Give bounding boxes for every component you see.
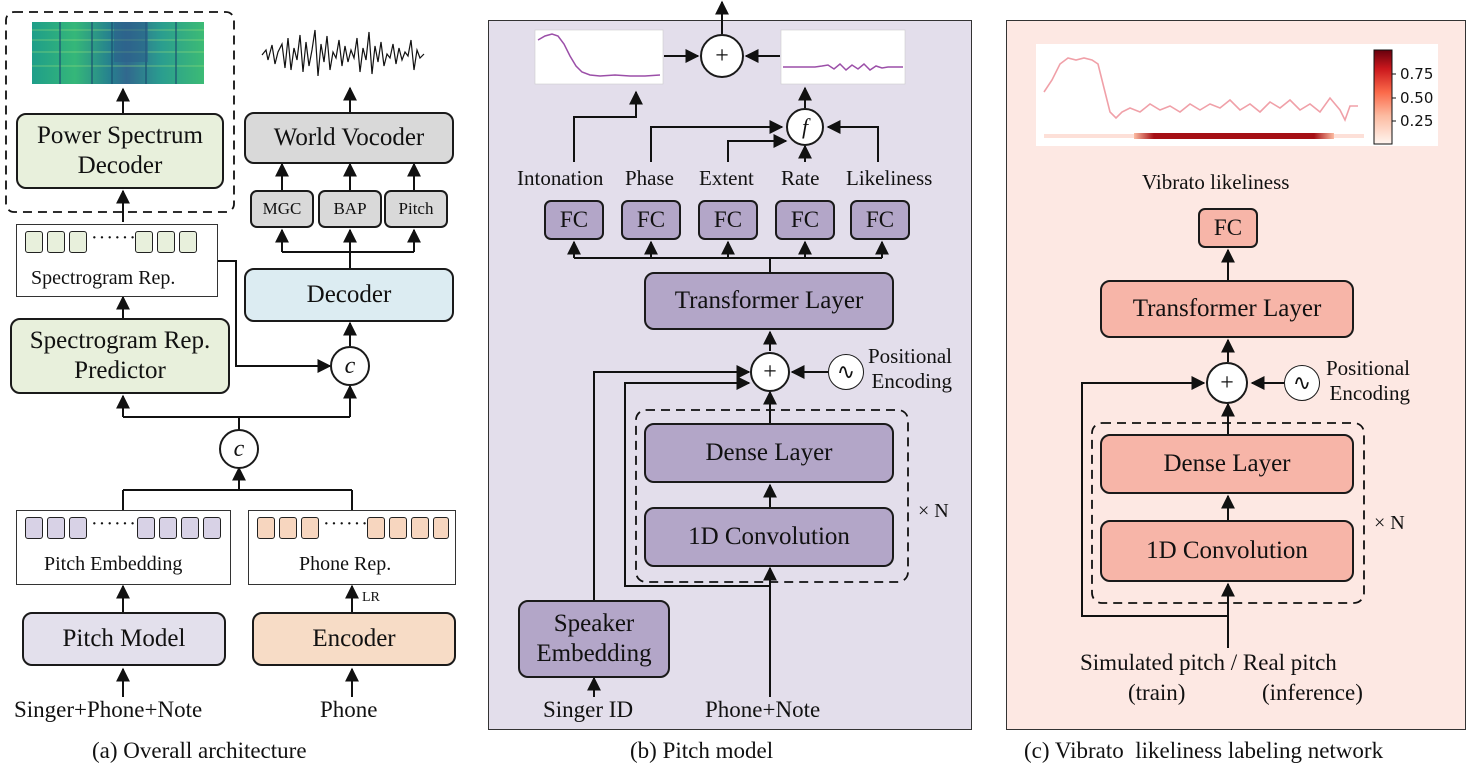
conv1d-box-c: 1D Convolution <box>1100 520 1354 582</box>
spectrogram-rep-box: ······ Spectrogram Rep. <box>16 224 218 297</box>
waveform-image <box>261 29 425 77</box>
phone-rep-label: Phone Rep. <box>299 553 392 575</box>
train-label: (train) <box>1128 680 1186 705</box>
fc-box-intonation: FC <box>544 200 604 240</box>
fc-box-likeliness: FC <box>850 200 910 240</box>
repeat-n-label-b: × N <box>918 500 949 522</box>
head-label-extent: Extent <box>699 166 754 190</box>
world-vocoder-box: World Vocoder <box>244 112 454 164</box>
dense-layer-box-b: Dense Layer <box>644 423 894 483</box>
vibrato-likeliness-label: Vibrato likeliness <box>1142 170 1290 194</box>
pitch-embedding-label: Pitch Embedding <box>44 553 183 575</box>
conv1d-box-b: 1D Convolution <box>644 507 894 567</box>
pitch-model-box: Pitch Model <box>22 612 226 666</box>
fc-box-phase: FC <box>621 200 681 240</box>
phone-rep-box: ······ Phone Rep. <box>248 510 456 585</box>
spectrogram-image <box>32 22 204 84</box>
input-simulated-real-pitch: Simulated pitch / Real pitch <box>1080 650 1337 675</box>
mgc-box: MGC <box>250 190 314 228</box>
transformer-layer-box-c: Transformer Layer <box>1100 280 1354 338</box>
concat-node-top: c <box>330 346 370 386</box>
speaker-embedding-box: Speaker Embedding <box>518 600 670 678</box>
colorbar <box>1373 49 1393 145</box>
input-phone: Phone <box>320 697 378 722</box>
caption-b: (b) Pitch model <box>630 738 774 763</box>
lr-label: LR <box>362 590 380 605</box>
decoder-box: Decoder <box>244 268 454 322</box>
power-spectrum-decoder-box: Power Spectrum Decoder <box>16 113 224 189</box>
intonation-plot <box>534 29 664 85</box>
fc-box-extent: FC <box>698 200 758 240</box>
likeliness-heatmap-plot <box>1036 44 1438 146</box>
concat-node-bottom: c <box>219 429 259 469</box>
pitch-feature-box: Pitch <box>384 190 448 228</box>
colorbar-tick-025: 0.25 <box>1400 112 1434 130</box>
input-singer-id: Singer ID <box>543 697 634 722</box>
caption-a: (a) Overall architecture <box>92 738 307 763</box>
plus-node-output: + <box>700 34 744 78</box>
pitch-embedding-box: ······ Pitch Embedding <box>16 510 231 585</box>
vibrato-plot <box>780 29 906 85</box>
colorbar-tick-050: 0.50 <box>1400 89 1434 107</box>
f-function-node: f <box>786 108 824 146</box>
plus-node-b: + <box>750 352 790 392</box>
spectrogram-rep-predictor-box: Spectrogram Rep. Predictor <box>10 318 230 394</box>
caption-c: (c) Vibrato likeliness labeling network <box>1024 738 1384 763</box>
dense-layer-box-c: Dense Layer <box>1100 434 1354 494</box>
positional-encoding-label-b: Positional Encoding <box>868 344 953 394</box>
repeat-n-label-c: × N <box>1374 512 1405 534</box>
fc-box-rate: FC <box>775 200 835 240</box>
spectrogram-rep-label: Spectrogram Rep. <box>31 267 176 289</box>
head-label-phase: Phase <box>625 166 674 190</box>
input-phone-note: Phone+Note <box>705 697 821 722</box>
fc-box-c: FC <box>1198 208 1258 248</box>
head-label-rate: Rate <box>781 166 820 190</box>
positional-encoding-icon-c: ∿ <box>1284 365 1320 401</box>
input-singer-phone-note: Singer+Phone+Note <box>14 697 203 722</box>
encoder-box: Encoder <box>252 612 456 666</box>
bap-box: BAP <box>318 190 382 228</box>
plus-node-c: + <box>1206 362 1248 404</box>
positional-encoding-label-c: Positional Encoding <box>1326 356 1411 406</box>
positional-encoding-icon-b: ∿ <box>828 354 864 390</box>
transformer-layer-box-b: Transformer Layer <box>644 272 894 330</box>
colorbar-tick-075: 0.75 <box>1400 65 1434 83</box>
head-label-intonation: Intonation <box>517 166 604 190</box>
head-label-likeliness: Likeliness <box>846 166 933 190</box>
inference-label: (inference) <box>1262 680 1363 705</box>
